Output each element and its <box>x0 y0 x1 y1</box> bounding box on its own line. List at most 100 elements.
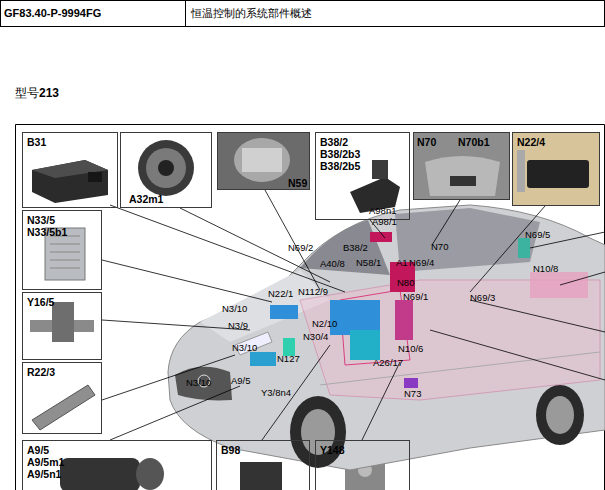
leader-line <box>560 272 605 285</box>
compressor <box>60 458 140 490</box>
inset-box: Y16/5 <box>22 292 102 360</box>
motor-housing <box>138 140 194 196</box>
sensor-body <box>240 462 282 490</box>
header-table <box>1 1 605 27</box>
callout-label: A98/1 <box>372 216 397 227</box>
part-code: N59 <box>288 177 307 189</box>
photo-background <box>513 133 599 205</box>
heater-ribs <box>50 236 80 268</box>
grille <box>175 367 232 401</box>
callout-label: N10/6 <box>398 343 423 354</box>
part-code: Y16/5 <box>27 296 54 308</box>
inset-box: B31 <box>22 132 118 208</box>
photo-background <box>414 133 509 199</box>
model-heading: 型号 <box>15 86 39 100</box>
callout-label: N3/9 <box>228 320 248 331</box>
control-unit <box>395 300 413 340</box>
inset-box: N70 N70b1 <box>413 132 510 200</box>
control-unit <box>404 378 418 388</box>
leader-line <box>180 208 330 282</box>
leader-line <box>110 205 345 292</box>
compressor-end <box>136 458 164 490</box>
leader-line <box>362 362 400 440</box>
module-body <box>32 160 108 203</box>
component-shape <box>242 148 282 172</box>
callout-label: A9/5 <box>231 375 251 386</box>
leader-line <box>102 320 250 330</box>
leader-line <box>470 300 605 332</box>
part-code: N33/5 N33/5b1 <box>27 214 67 238</box>
inset-box: N59 <box>217 132 310 190</box>
hvac-unit <box>330 300 380 335</box>
leader-line <box>265 190 320 290</box>
model-heading: 213 <box>39 86 59 100</box>
valve-body <box>52 302 74 342</box>
leader-line <box>102 260 272 302</box>
callout-label: N69/4 <box>409 257 434 268</box>
callout-label: N127 <box>277 353 300 364</box>
callout-label: A40/8 <box>320 258 345 269</box>
motor-ring <box>146 148 186 188</box>
windshield <box>300 220 390 275</box>
part-code: N70 <box>417 136 436 148</box>
table-divider <box>185 1 186 27</box>
compressor-part <box>250 352 276 366</box>
callout-label: N10/8 <box>533 263 558 274</box>
air-vent <box>517 150 525 192</box>
callout-label: A26/17 <box>373 357 403 368</box>
callout-label: N3/10 <box>232 342 257 353</box>
callout-label: N2/10 <box>312 318 337 329</box>
leader-line <box>470 206 545 292</box>
callout-label: N69/5 <box>525 229 550 240</box>
callout-label: N30/4 <box>303 331 328 342</box>
part-code: A32m1 <box>129 193 163 205</box>
inset-box: N33/5 N33/5b1 <box>22 210 102 290</box>
front-wheel <box>290 396 346 468</box>
part-code: Y148 <box>320 444 345 456</box>
leader-line <box>102 355 235 400</box>
callout-label: Y3/8n4 <box>261 387 291 398</box>
wheel-rim <box>546 396 574 434</box>
part-code: B98 <box>221 444 240 456</box>
callout-label: N69/3 <box>470 292 495 303</box>
hvac-unit <box>350 330 380 360</box>
part-code: B31 <box>27 136 46 148</box>
console-panel <box>450 176 476 186</box>
callout-label: A98n1 <box>369 205 396 216</box>
callout-label: N69/1 <box>403 291 428 302</box>
motor-hub <box>158 160 174 176</box>
leader-line <box>262 345 330 440</box>
part-code: N22/4 <box>517 136 545 148</box>
callout-label: N58/1 <box>356 257 381 268</box>
part-code: B38/2 B38/2b3 B38/2b5 <box>320 136 360 172</box>
callout-label: N70 <box>431 241 448 252</box>
callout-label: N69/2 <box>288 242 313 253</box>
part-code: A9/5 A9/5m1 A9/5n1 <box>27 444 64 480</box>
overhead-console <box>425 156 500 196</box>
rear-wheel <box>536 385 584 445</box>
table-cell: 恒温控制的系统部件概述 <box>191 7 312 20</box>
component-shape <box>234 138 290 182</box>
callout-label: B38/2 <box>343 242 368 253</box>
table-cell: GF83.40-P-9994FG <box>4 7 101 20</box>
callout-label: N73 <box>404 388 421 399</box>
inset-box: Y148 <box>315 440 410 490</box>
engine-component <box>270 305 298 319</box>
part-code: N70b1 <box>458 136 490 148</box>
inset-box: B98 <box>216 440 310 490</box>
car-body <box>168 205 605 470</box>
inset-box: R22/3 <box>22 362 102 434</box>
callout-label: N112/9 <box>298 286 328 297</box>
diagram-frame <box>16 125 605 490</box>
control-panel <box>527 160 589 188</box>
heater-element <box>32 385 95 430</box>
control-unit <box>518 238 530 258</box>
callout-label: N22/1 <box>268 288 293 299</box>
inset-box: A9/5 A9/5m1 A9/5n1 <box>22 440 212 490</box>
leader-line <box>110 386 240 440</box>
inset-box: A32m1 <box>120 132 212 208</box>
part-code: R22/3 <box>27 366 55 378</box>
photo-background <box>218 133 309 189</box>
sensor-plug <box>372 160 388 179</box>
